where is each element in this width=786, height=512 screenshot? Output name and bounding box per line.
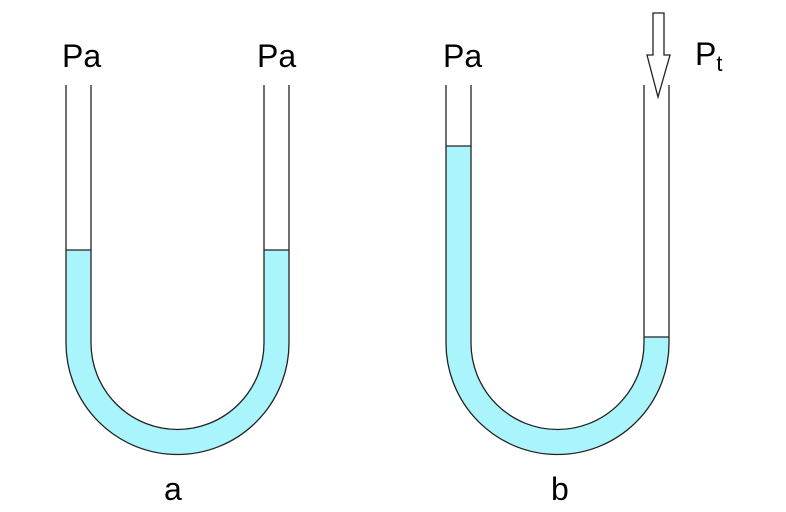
caption-b: b bbox=[551, 471, 569, 507]
label-pt-b: Pt bbox=[695, 36, 722, 76]
down-arrow-icon bbox=[646, 12, 671, 100]
liquid-b bbox=[446, 146, 669, 455]
label-pa-b: Pa bbox=[443, 38, 482, 74]
liquid-a bbox=[66, 250, 289, 455]
label-pa-right-a: Pa bbox=[257, 38, 296, 74]
caption-a: a bbox=[164, 471, 182, 507]
tube-wall-a bbox=[65, 85, 290, 456]
label-pa-left-a: Pa bbox=[62, 38, 101, 74]
u-tube-b: Pa Pt b bbox=[443, 12, 722, 507]
tube-wall-b bbox=[445, 85, 670, 456]
u-tube-a: Pa Pa a bbox=[62, 38, 296, 507]
